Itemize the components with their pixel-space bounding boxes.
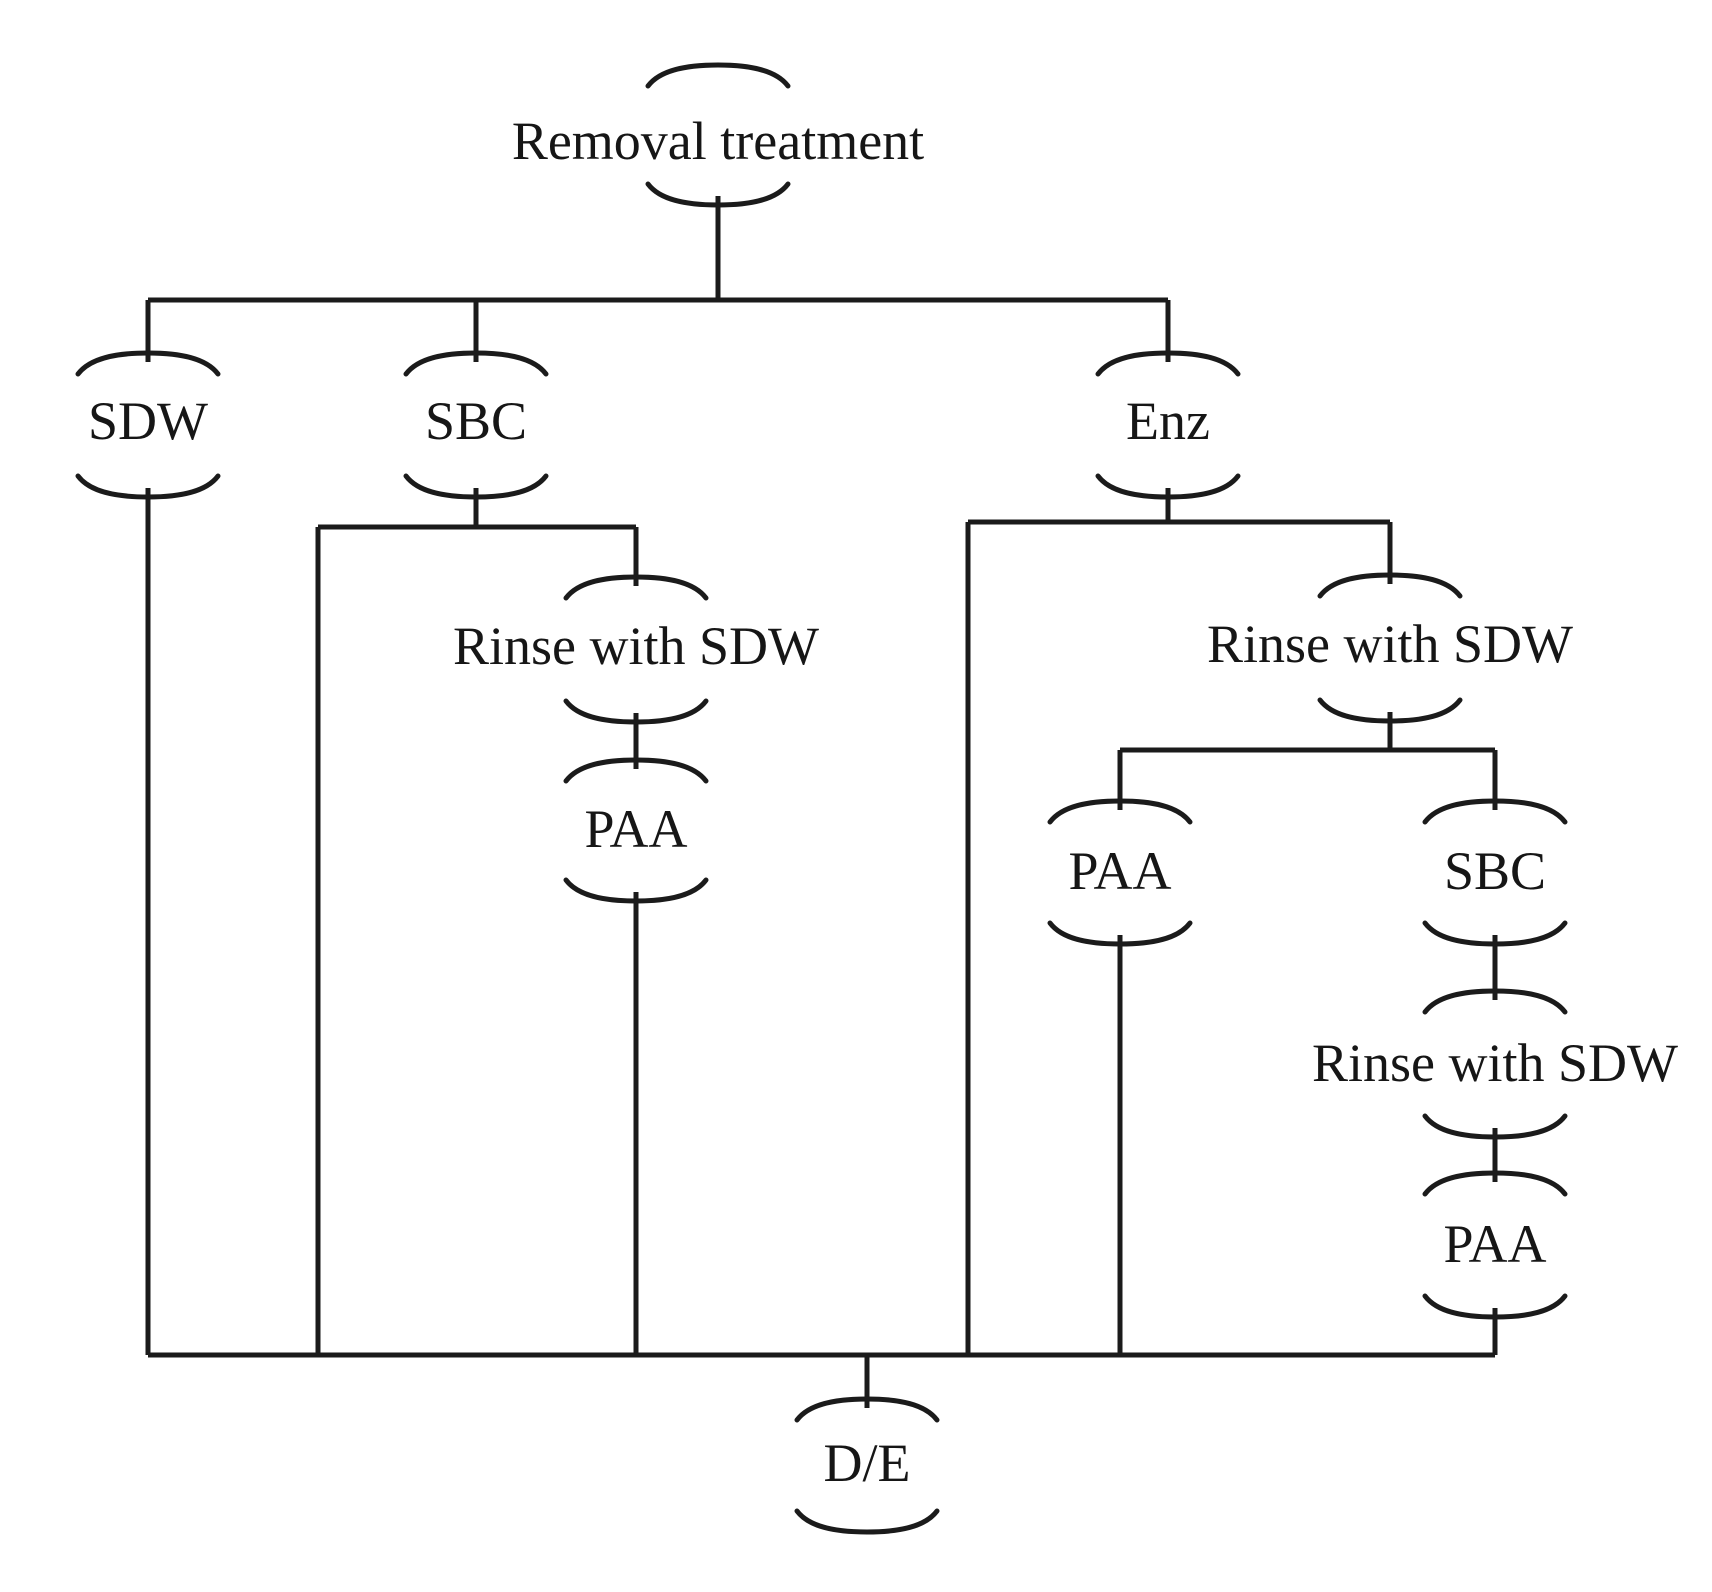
node-sbc-1: SBC xyxy=(403,350,549,500)
node-top-arc xyxy=(794,1396,940,1423)
node-enz: Enz xyxy=(1095,350,1241,500)
node-bottom-arc xyxy=(403,473,549,500)
node-top-arc xyxy=(563,757,709,784)
node-bottom-arc xyxy=(1422,920,1568,947)
node-paa-2: PAA xyxy=(1047,798,1193,947)
node-label-paa-2: PAA xyxy=(1068,841,1171,901)
node-label-rinse-with-sdw-1: Rinse with SDW xyxy=(453,616,819,676)
node-label-paa-1: PAA xyxy=(584,799,687,859)
node-bottom-arc xyxy=(1422,1293,1568,1320)
node-removal-treatment: Removal treatment xyxy=(512,62,924,208)
node-rinse-with-sdw-3: Rinse with SDW xyxy=(1312,988,1678,1140)
node-bottom-arc xyxy=(563,877,709,904)
connector-lines xyxy=(145,196,1498,1408)
node-bottom-arc xyxy=(75,473,221,500)
node-label-sdw: SDW xyxy=(88,391,208,451)
node-top-arc xyxy=(1422,1170,1568,1197)
node-bottom-arc xyxy=(1047,920,1193,947)
node-d-e: D/E xyxy=(794,1396,940,1535)
node-top-arc xyxy=(1422,988,1568,1015)
node-bottom-arc xyxy=(1317,697,1463,724)
node-top-arc xyxy=(1317,572,1463,599)
node-bottom-arc xyxy=(563,698,709,725)
node-paa-3: PAA xyxy=(1422,1170,1568,1320)
node-label-sbc-1: SBC xyxy=(425,391,527,451)
node-rinse-with-sdw-2: Rinse with SDW xyxy=(1207,572,1573,724)
node-top-arc xyxy=(563,574,709,601)
node-sbc-2: SBC xyxy=(1422,798,1568,947)
node-label-enz: Enz xyxy=(1126,391,1210,451)
node-top-arc xyxy=(1095,350,1241,377)
node-top-arc xyxy=(403,350,549,377)
node-rinse-with-sdw-1: Rinse with SDW xyxy=(453,574,819,725)
node-bottom-arc xyxy=(1422,1113,1568,1140)
node-bottom-arc xyxy=(1095,473,1241,500)
node-label-paa-3: PAA xyxy=(1443,1214,1546,1274)
node-label-sbc-2: SBC xyxy=(1444,841,1546,901)
node-paa-1: PAA xyxy=(563,757,709,904)
node-label-d-e: D/E xyxy=(824,1433,911,1493)
node-label-rinse-with-sdw-3: Rinse with SDW xyxy=(1312,1033,1678,1093)
node-top-arc xyxy=(75,350,221,377)
node-top-arc xyxy=(645,62,791,89)
node-label-removal-treatment: Removal treatment xyxy=(512,111,924,171)
node-label-rinse-with-sdw-2: Rinse with SDW xyxy=(1207,614,1573,674)
node-sdw: SDW xyxy=(75,350,221,500)
node-top-arc xyxy=(1422,798,1568,825)
node-top-arc xyxy=(1047,798,1193,825)
node-bottom-arc xyxy=(794,1508,940,1535)
node-bottom-arc xyxy=(645,181,791,208)
